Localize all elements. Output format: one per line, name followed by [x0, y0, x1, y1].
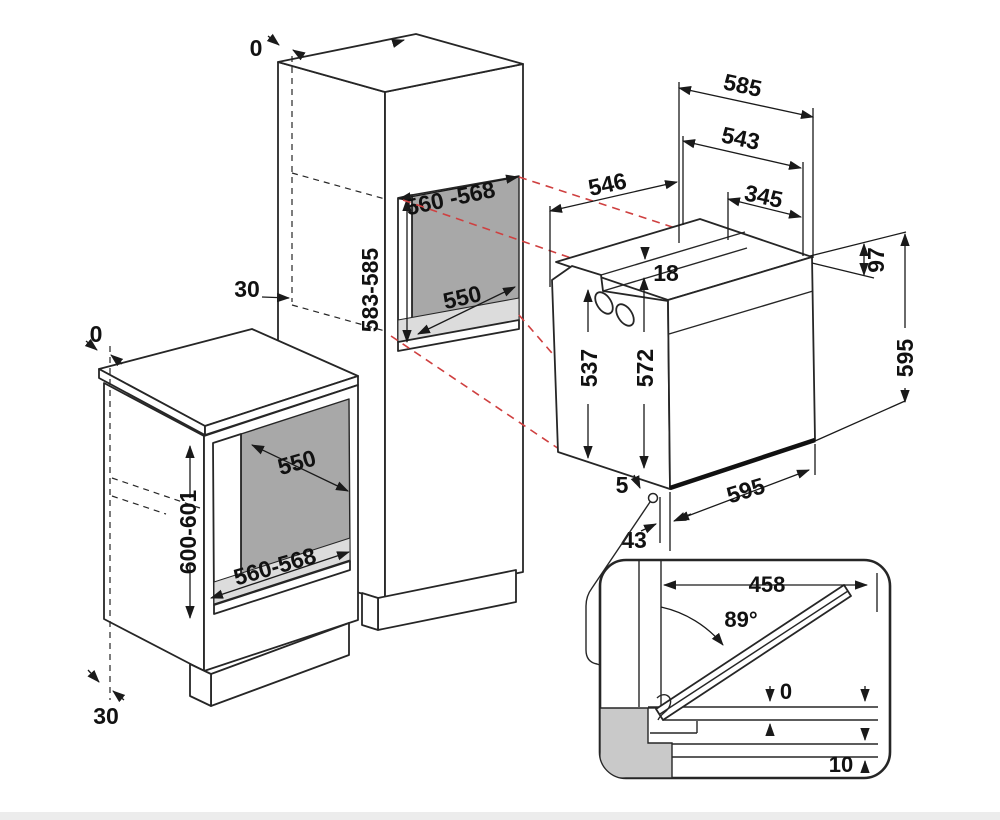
- base-cabinet: 0 30 550 560-568 600-601: [84, 321, 359, 729]
- detail-callout-point: [647, 492, 659, 504]
- tall-niche-bottom-hidden-edge: [291, 304, 386, 332]
- tall-cabinet-top-face: [277, 33, 524, 93]
- oven-width-line: [676, 469, 810, 521]
- oven-depth-front-line: [548, 180, 679, 213]
- dim-oven-door-offset: 43: [621, 527, 647, 553]
- oven-left-side-face: [551, 265, 671, 490]
- tall-wall-gap-tick-left: [266, 33, 280, 46]
- dim-oven-depth-total: 585: [721, 68, 764, 101]
- oven-depth-total-line: [677, 85, 815, 120]
- dim-bottom-clearance: 10: [829, 752, 853, 777]
- base-hidden-edge-1: [111, 477, 201, 509]
- tall-cabinet-plinth-side: [361, 592, 379, 631]
- dim-tall-side-gap: 30: [234, 276, 260, 302]
- base-plinth-gap-tick-left: [87, 669, 100, 683]
- base-niche-width-line: [210, 551, 350, 599]
- dim-oven-depth-front: 546: [586, 167, 629, 200]
- oven-depth-body-line: [681, 139, 803, 170]
- dim-zero-clearance: 0: [780, 679, 792, 704]
- base-hidden-edge-2: [111, 495, 167, 515]
- oven-top-trim-line-2: [602, 247, 748, 292]
- inset-hinge: [656, 694, 672, 721]
- projection-line-bottom-left: [390, 335, 560, 450]
- tall-niche-depth-line: [417, 286, 516, 335]
- dim-door-angle: 89°: [724, 607, 757, 632]
- oven-top-trim-line-1: [600, 231, 746, 276]
- dim-base-plinth-gap: 30: [93, 703, 119, 729]
- base-plinth-gap-tick-right: [112, 690, 126, 703]
- oven-control-fascia-line: [668, 290, 814, 335]
- dim-tall-niche-height: 583-585: [357, 248, 383, 333]
- dim-door-length: 458: [749, 572, 786, 597]
- base-cabinet-plinth-side: [189, 663, 212, 707]
- base-niche-depth-line: [251, 444, 349, 492]
- dim-oven-rear-top-height: 97: [863, 247, 889, 273]
- tall-wall-gap-tick-right: [292, 49, 306, 61]
- dim-base-wall-gap-top: 0: [90, 321, 103, 347]
- dim-oven-bottom-clearance: 5: [616, 472, 629, 498]
- inset-open-door-inner-line: [659, 590, 849, 715]
- oven-depth-upper-line: [726, 197, 803, 219]
- tall-side-gap-tick: [261, 292, 291, 303]
- oven-door-offset-arrow-left: [640, 523, 657, 534]
- oven-ext-rear-top: [809, 231, 907, 257]
- door-detail-inset: 89° 458 0 10: [598, 558, 892, 780]
- base-wall-gap-tick-right: [110, 354, 124, 367]
- oven-door-offset-arrow-right: [673, 512, 692, 522]
- dim-oven-width: 595: [724, 472, 768, 508]
- tall-niche-top-hidden-edge: [291, 172, 386, 200]
- dim-oven-depth-upper: 345: [742, 179, 785, 212]
- dim-oven-total-height: 595: [892, 339, 918, 378]
- dim-oven-top-step: 18: [653, 260, 679, 286]
- detail-callout-leader: [585, 501, 651, 666]
- tall-top-edge-arrow: [391, 38, 405, 48]
- projection-line-top-left: [402, 199, 601, 269]
- dim-base-niche-height: 600-601: [175, 490, 201, 575]
- dim-tall-wall-gap-top: 0: [250, 35, 263, 61]
- oven-vent-slot-1: [594, 291, 614, 315]
- base-wall-gap-tick-left: [84, 338, 98, 351]
- inset-angle-arc: [660, 606, 724, 646]
- page-bottom-strip: [0, 812, 1000, 820]
- tall-niche-width-line: [397, 174, 520, 202]
- oven-bottom-clearance-tick: [630, 474, 641, 489]
- oven-vent-slot-2: [615, 303, 635, 327]
- oven-ext-rear-bottom: [814, 400, 906, 442]
- dim-oven-depth-body: 543: [719, 121, 762, 154]
- oven: 585 543 345 546 18 537 572 97 595 595 43: [548, 68, 918, 666]
- dim-oven-front-height: 572: [632, 349, 658, 387]
- dim-oven-side-height: 537: [576, 349, 602, 387]
